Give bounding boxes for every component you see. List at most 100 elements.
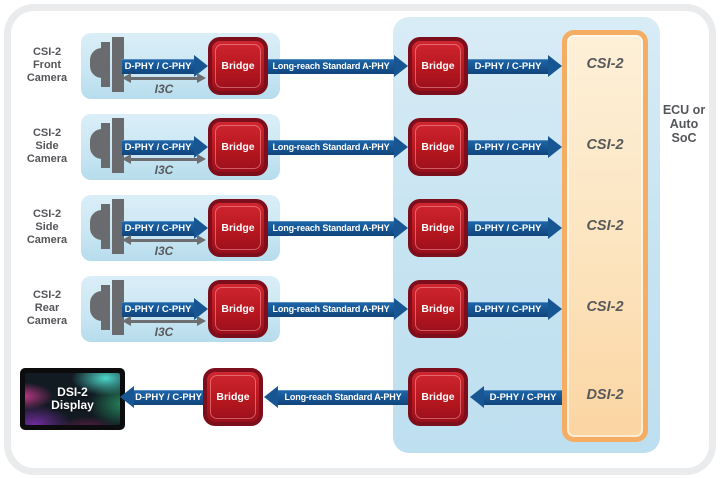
- dphy-arrow-label: D-PHY / C-PHY: [468, 301, 548, 317]
- arrow-head-icon: [264, 386, 278, 408]
- row-label-line: CSI-2: [32, 46, 62, 58]
- bridge-label: Bridge: [421, 391, 455, 403]
- arrow-head-icon: [194, 298, 208, 320]
- dphy-arrow-label: D-PHY / C-PHY: [122, 301, 194, 317]
- i3c-label: I3C: [154, 244, 174, 258]
- bridge-chip: Bridge: [408, 118, 468, 176]
- longreach-arrow-label: Long-reach Standard A-PHY: [268, 301, 394, 317]
- dphy-arrow: D-PHY / C-PHY: [122, 217, 208, 239]
- longreach-arrow-label: Long-reach Standard A-PHY: [268, 220, 394, 236]
- i3c-arrow: [122, 235, 206, 245]
- dphy-arrow: D-PHY / C-PHY: [122, 136, 208, 158]
- bridge-label: Bridge: [221, 60, 255, 72]
- arrow-head-icon: [197, 154, 206, 164]
- arrow-head-icon: [548, 298, 562, 320]
- display-screen: DSI-2 Display: [25, 373, 120, 425]
- i3c-line: [131, 238, 197, 242]
- arrow-head-icon: [194, 217, 208, 239]
- i3c-line: [131, 76, 197, 80]
- dphy-arrow-label: D-PHY / C-PHY: [468, 139, 548, 155]
- bridge-label: Bridge: [421, 222, 455, 234]
- soc-port-label: CSI-2: [586, 137, 624, 153]
- camera-icon: [101, 123, 110, 168]
- camera-icon: [101, 42, 110, 87]
- camera-row-front: CSI-2 Front Camera D-PHY / C-PHY I3C Bri…: [0, 33, 720, 99]
- dphy-arrow-label: D-PHY / C-PHY: [122, 139, 194, 155]
- bridge-label: Bridge: [421, 303, 455, 315]
- camera-icon: [112, 37, 124, 92]
- camera-icon: [112, 199, 124, 254]
- ecu-label: ECU or Auto SoC: [654, 103, 714, 145]
- i3c-label: I3C: [154, 325, 174, 339]
- bridge-chip: Bridge: [408, 199, 468, 257]
- arrow-head-icon: [197, 235, 206, 245]
- row-label-line: Rear: [34, 302, 60, 314]
- i3c-line: [131, 157, 197, 161]
- arrow-head-icon: [197, 316, 206, 326]
- arrow-head-icon: [122, 73, 131, 83]
- bridge-label: Bridge: [421, 141, 455, 153]
- soc-port-label: DSI-2: [586, 387, 624, 403]
- bridge-chip: Bridge: [408, 280, 468, 338]
- bridge-chip: Bridge: [208, 199, 268, 257]
- arrow-head-icon: [394, 217, 408, 239]
- row-label: CSI-2 Side Camera: [13, 127, 81, 166]
- row-label-line: Camera: [26, 72, 68, 84]
- row-label: CSI-2 Side Camera: [13, 208, 81, 247]
- dphy-arrow-label: D-PHY / C-PHY: [122, 58, 194, 74]
- row-label-line: Front: [32, 59, 62, 71]
- i3c-arrow: [122, 154, 206, 164]
- longreach-arrow-label: Long-reach Standard A-PHY: [278, 389, 408, 405]
- soc-port-label: CSI-2: [586, 56, 624, 72]
- arrow-head-icon: [122, 316, 131, 326]
- display-row: DSI-2 Display D-PHY / C-PHY Bridge Long-…: [0, 368, 720, 430]
- ecu-label-line: ECU or: [662, 103, 706, 117]
- dphy-arrow: D-PHY / C-PHY: [468, 217, 562, 239]
- row-label-line: Camera: [26, 234, 68, 246]
- soc-port-label: CSI-2: [586, 218, 624, 234]
- ecu-label-line: SoC: [671, 131, 697, 145]
- camera-lens-icon: [90, 210, 102, 240]
- camera-icon: [101, 285, 110, 330]
- dphy-arrow-label: D-PHY / C-PHY: [468, 220, 548, 236]
- bridge-label: Bridge: [221, 303, 255, 315]
- arrow-head-icon: [122, 154, 131, 164]
- i3c-line: [131, 319, 197, 323]
- dphy-arrow: D-PHY / C-PHY: [122, 55, 208, 77]
- row-label-line: CSI-2: [32, 208, 62, 220]
- dphy-arrow-label: D-PHY / C-PHY: [122, 220, 194, 236]
- camera-row-rear: CSI-2 Rear Camera D-PHY / C-PHY I3C Brid…: [0, 276, 720, 342]
- i3c-label: I3C: [154, 82, 174, 96]
- row-label-line: Camera: [26, 315, 68, 327]
- camera-lens-icon: [90, 48, 102, 78]
- bridge-label: Bridge: [221, 141, 255, 153]
- arrow-head-icon: [548, 136, 562, 158]
- longreach-arrow: Long-reach Standard A-PHY: [268, 136, 408, 158]
- display-label-line: DSI-2: [57, 385, 88, 399]
- camera-icon: [112, 280, 124, 335]
- arrow-head-icon: [394, 55, 408, 77]
- dphy-arrow-label: D-PHY / C-PHY: [134, 389, 203, 405]
- longreach-arrow-left: Long-reach Standard A-PHY: [264, 386, 408, 408]
- longreach-arrow-label: Long-reach Standard A-PHY: [268, 139, 394, 155]
- row-label-line: Side: [35, 221, 59, 233]
- i3c-arrow: [122, 316, 206, 326]
- dphy-arrow: D-PHY / C-PHY: [468, 55, 562, 77]
- camera-row-side-2: CSI-2 Side Camera D-PHY / C-PHY I3C Brid…: [0, 195, 720, 261]
- arrow-head-icon: [470, 386, 484, 408]
- row-label-line: CSI-2: [32, 127, 62, 139]
- longreach-arrow: Long-reach Standard A-PHY: [268, 217, 408, 239]
- bridge-chip: Bridge: [203, 368, 263, 426]
- bridge-chip: Bridge: [208, 280, 268, 338]
- longreach-arrow: Long-reach Standard A-PHY: [268, 298, 408, 320]
- row-label: CSI-2 Rear Camera: [13, 289, 81, 328]
- dphy-arrow-left: D-PHY / C-PHY: [470, 386, 562, 408]
- camera-icon: [101, 204, 110, 249]
- arrow-head-icon: [394, 298, 408, 320]
- soc-port-column: [562, 30, 648, 442]
- longreach-arrow: Long-reach Standard A-PHY: [268, 55, 408, 77]
- arrow-head-icon: [120, 386, 134, 408]
- bridge-chip: Bridge: [208, 118, 268, 176]
- bridge-label: Bridge: [421, 60, 455, 72]
